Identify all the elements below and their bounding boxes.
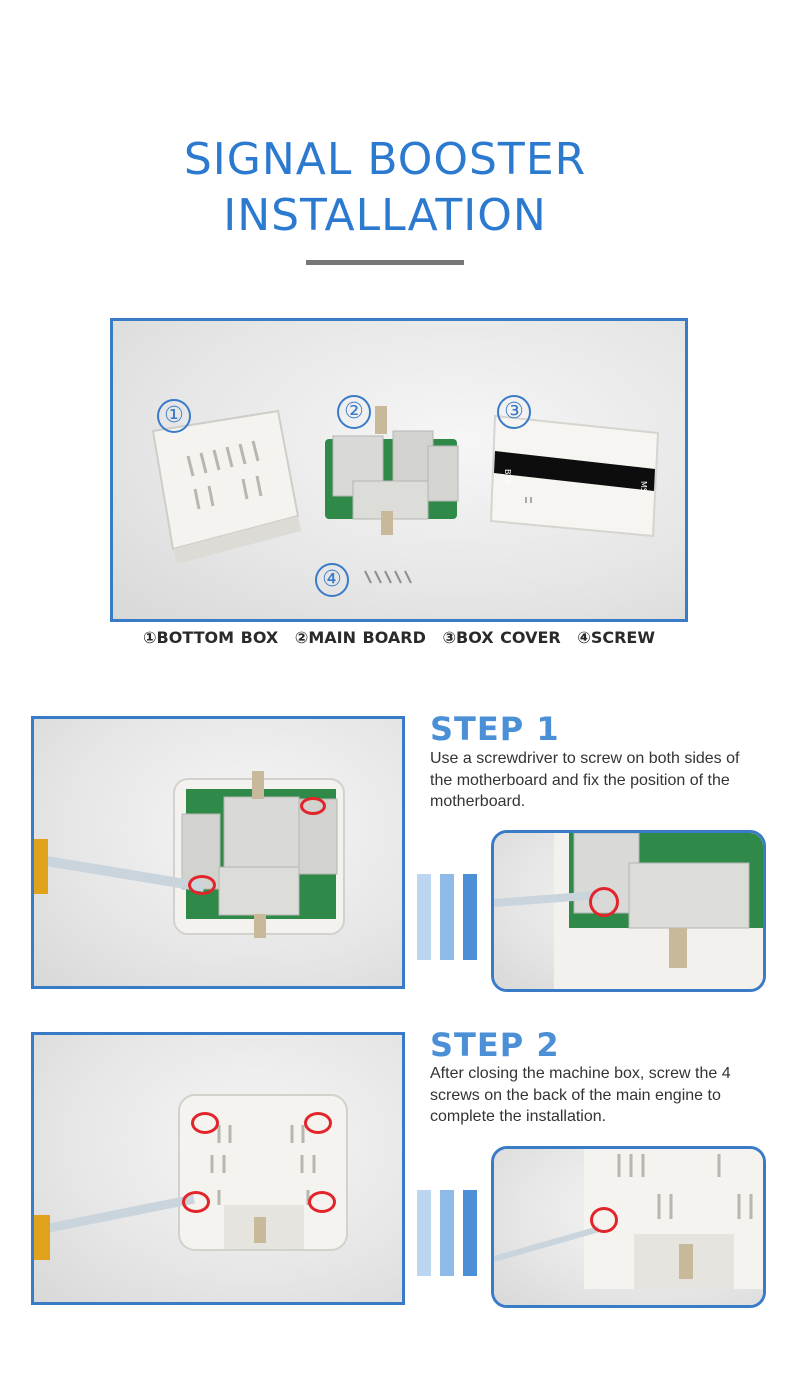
step1-description: Use a screwdriver to screw on both sides… [430, 750, 740, 810]
title-line-2: INSTALLATION [223, 190, 547, 241]
legend-item-screw: ④SCREW [577, 628, 655, 647]
parts-legend: ①BOTTOM BOX ②MAIN BOARD ③BOX COVER ④SCRE… [110, 628, 688, 647]
box-cover-illustration: BTS MS [489, 414, 660, 538]
legend-item-main-board: ②MAIN BOARD [294, 628, 426, 647]
step2-detail-photo [491, 1146, 766, 1308]
marker-main-board: ② [337, 395, 371, 429]
screw-marker-ring [188, 875, 216, 895]
step1-main-photo [31, 716, 405, 989]
parts-photo: BTS MS ① ② ③ ④ [110, 318, 688, 622]
screw-marker-ring [182, 1191, 210, 1213]
bottom-box-illustration [151, 409, 301, 564]
screw-marker-ring [304, 1112, 332, 1134]
cover-label-bts: BTS [503, 469, 512, 484]
screws-illustration [364, 570, 412, 584]
marker-bottom-box: ① [157, 399, 191, 433]
step2-arrow-bars [417, 1190, 477, 1276]
title-underline [306, 260, 464, 265]
step2-main-photo [31, 1032, 405, 1305]
screw-marker-ring [300, 797, 326, 815]
step1-title: STEP 1 [430, 710, 560, 748]
screw-marker-ring [589, 887, 619, 917]
main-board-illustration [325, 406, 459, 535]
marker-screw: ④ [315, 563, 349, 597]
legend-item-bottom-box: ①BOTTOM BOX [142, 628, 279, 647]
step2-title: STEP 2 [430, 1026, 560, 1064]
cover-label-ms: MS [639, 481, 648, 493]
step2-description: After closing the machine box, screw the… [430, 1065, 731, 1125]
step1-arrow-bars [417, 874, 477, 960]
page-title: SIGNAL BOOSTER INSTALLATION [0, 132, 770, 244]
parts-illustration: BTS MS [151, 406, 660, 584]
marker-box-cover: ③ [497, 395, 531, 429]
step1-detail-photo [491, 830, 766, 992]
screw-marker-ring [308, 1191, 336, 1213]
screw-marker-ring [590, 1207, 618, 1233]
legend-item-box-cover: ③BOX COVER [442, 628, 561, 647]
screw-marker-ring [191, 1112, 219, 1134]
title-line-1: SIGNAL BOOSTER [183, 134, 587, 185]
